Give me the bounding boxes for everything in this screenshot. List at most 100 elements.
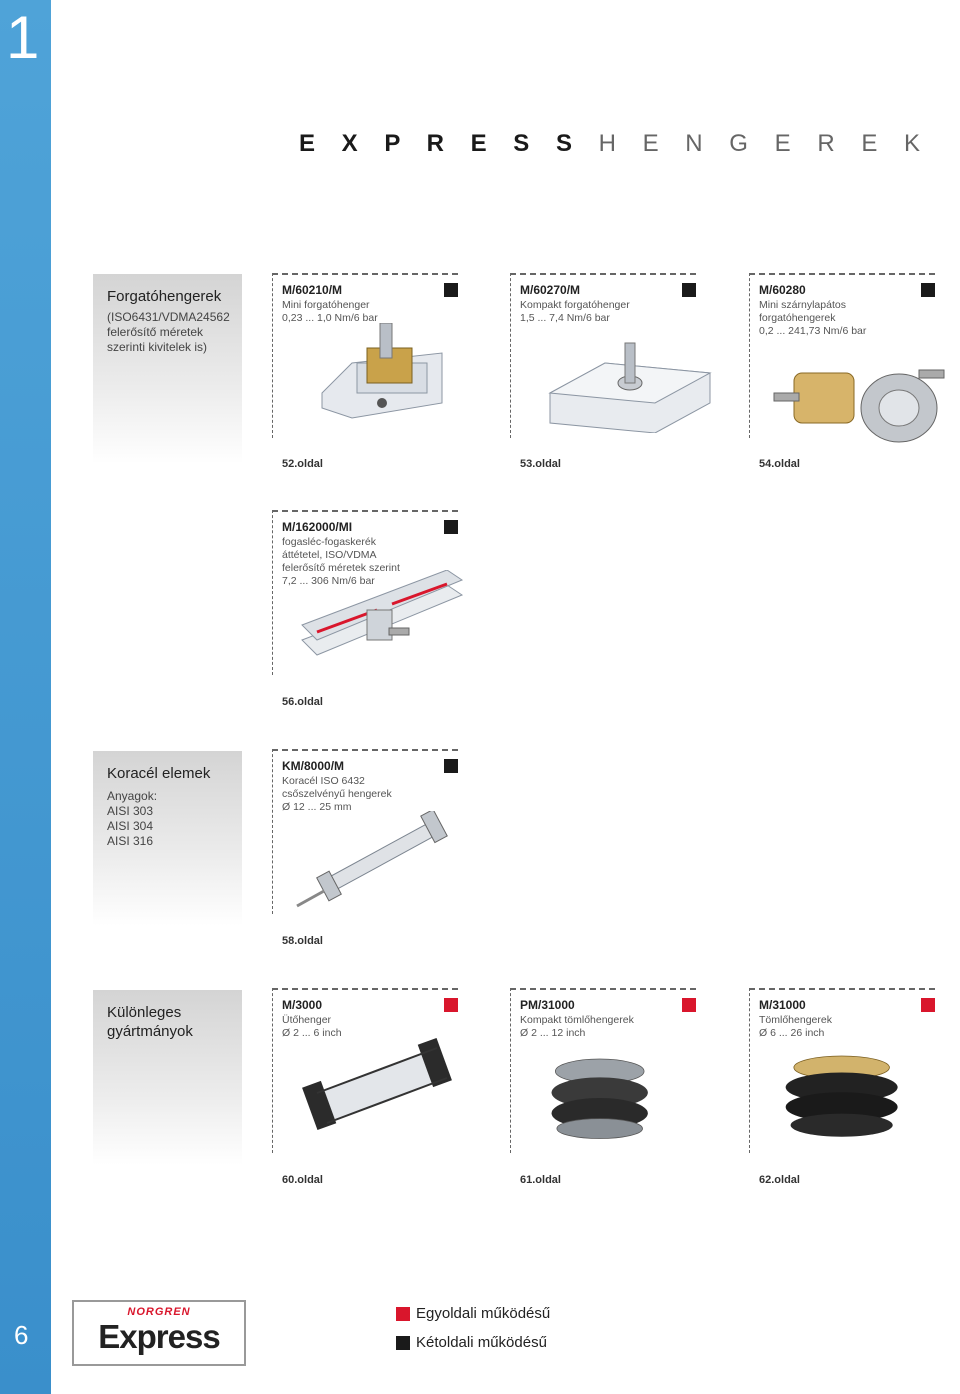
product-description: Tömlőhengerek Ø 6 ... 26 inch: [759, 1014, 919, 1040]
product-description: Mini szárnylapátos forgatóhengerek 0,2 .…: [759, 299, 919, 338]
stainless-cylinder-image: [296, 811, 448, 908]
desc-line: forgatóhengerek: [759, 312, 836, 324]
page-ref: 56.oldal: [282, 696, 323, 708]
category-line: AISI 304: [107, 819, 154, 833]
category-line: szerinti kivitelek is): [107, 340, 208, 354]
rack-pinion-actuator-image: [301, 570, 464, 656]
divider: [749, 988, 935, 990]
category-panel-stainless: Koracél elemek Anyagok: AISI 303 AISI 30…: [93, 751, 242, 926]
title-light: H E N G E R E K: [598, 130, 930, 157]
page-title: E X P R E S S H E N G E R E K: [299, 130, 930, 158]
logo-word: Express: [98, 1318, 220, 1355]
page-ref: 54.oldal: [759, 458, 800, 470]
single-acting-marker: [921, 998, 935, 1012]
category-subtext: (ISO6431/VDMA24562 felerősítő méretek sz…: [107, 310, 230, 355]
chapter-number: 1: [6, 4, 40, 71]
chapter-sidebar: 1 6: [0, 0, 51, 1394]
category-subtext: Anyagok: AISI 303 AISI 304 AISI 316: [107, 789, 157, 849]
divider: [272, 510, 273, 675]
divider: [749, 273, 935, 275]
category-panel-special: Különleges gyártmányok: [93, 990, 242, 1165]
desc-line: Tömlőhengerek: [759, 1014, 832, 1026]
desc-line: Ø 2 ... 6 inch: [282, 1027, 342, 1039]
double-acting-marker: [444, 520, 458, 534]
divider: [272, 273, 458, 275]
product-code: M/60270/M: [520, 283, 581, 297]
category-line: AISI 316: [107, 834, 154, 848]
desc-line: fogasléc-fogaskerék: [282, 536, 376, 548]
product-card: M/162000/MI fogasléc-fogaskerék áttétete…: [272, 510, 464, 690]
desc-line: Ø 12 ... 25 mm: [282, 801, 352, 813]
product-card: M/60270/M Kompakt forgatóhenger 1,5 ... …: [510, 273, 712, 453]
page-ref: 60.oldal: [282, 1174, 323, 1186]
page-ref: 61.oldal: [520, 1174, 561, 1186]
product-code: M/162000/MI: [282, 520, 353, 534]
category-line: (ISO6431/VDMA24562: [107, 310, 230, 324]
compact-bellows-image: [551, 1058, 648, 1139]
double-acting-marker: [396, 1336, 410, 1350]
double-acting-marker: [444, 283, 458, 297]
impact-cylinder-image: [302, 1038, 452, 1131]
category-title: Forgatóhengerek: [107, 288, 222, 305]
category-title: Koracél elemek: [107, 765, 211, 782]
product-code: PM/31000: [520, 998, 575, 1012]
product-description: Koracél ISO 6432 csőszelvényű hengerek Ø…: [282, 775, 442, 814]
desc-line: Koracél ISO 6432: [282, 775, 365, 787]
category-title: Különleges gyártmányok: [107, 1004, 193, 1040]
desc-line: felerősítő méretek szerint: [282, 562, 400, 574]
desc-line: áttétetel, ISO/VDMA: [282, 549, 377, 561]
page-ref: 58.oldal: [282, 935, 323, 947]
product-card: M/3000 Ütőhenger Ø 2 ... 6 inch: [272, 988, 458, 1168]
desc-line: Ø 6 ... 26 inch: [759, 1027, 825, 1039]
divider: [749, 273, 750, 438]
product-code: M/31000: [759, 998, 806, 1012]
divider: [510, 988, 511, 1153]
divider: [749, 988, 750, 1153]
divider: [272, 988, 273, 1153]
legend-label: Egyoldali működésű: [416, 1305, 551, 1322]
title-bold: E X P R E S S: [299, 130, 582, 157]
product-code: KM/8000/M: [282, 759, 345, 773]
product-code: M/60210/M: [282, 283, 343, 297]
desc-line: Mini szárnylapátos: [759, 299, 846, 311]
rotary-actuator-image: [321, 323, 443, 419]
divider: [272, 510, 458, 512]
product-code: M/60280: [759, 283, 806, 297]
page-number: 6: [14, 1320, 29, 1350]
bellows-cylinder-image: [785, 1055, 898, 1137]
divider: [510, 273, 511, 438]
divider: [510, 988, 696, 990]
page-ref: 52.oldal: [282, 458, 323, 470]
double-acting-marker: [921, 283, 935, 297]
product-card: PM/31000 Kompakt tömlőhengerek Ø 2 ... 1…: [510, 988, 696, 1168]
divider: [510, 273, 696, 275]
logo-brand: NORGREN: [127, 1306, 191, 1318]
divider: [272, 988, 458, 990]
product-card: M/31000 Tömlőhengerek Ø 6 ... 26 inch: [749, 988, 935, 1168]
divider: [272, 749, 458, 751]
double-acting-marker: [682, 283, 696, 297]
single-acting-marker: [444, 998, 458, 1012]
desc-line: 7,2 ... 306 Nm/6 bar: [282, 575, 375, 587]
product-description: Kompakt forgatóhenger 1,5 ... 7,4 Nm/6 b…: [520, 299, 680, 325]
single-acting-marker: [682, 998, 696, 1012]
single-acting-marker: [396, 1307, 410, 1321]
legend-label: Kétoldali működésű: [416, 1334, 547, 1351]
desc-line: csőszelvényű hengerek: [282, 788, 392, 800]
product-card: KM/8000/M Koracél ISO 6432 csőszelvényű …: [272, 749, 458, 929]
product-description: Kompakt tömlőhengerek Ø 2 ... 12 inch: [520, 1014, 680, 1040]
product-description: Ütőhenger Ø 2 ... 6 inch: [282, 1014, 442, 1040]
compact-rotary-actuator-image: [548, 342, 712, 433]
category-line: Anyagok:: [107, 789, 158, 803]
desc-line: Mini forgatóhenger: [282, 299, 370, 311]
double-acting-marker: [444, 759, 458, 773]
page-ref: 53.oldal: [520, 458, 561, 470]
product-description: fogasléc-fogaskerék áttétetel, ISO/VDMA …: [282, 536, 442, 588]
desc-line: 1,5 ... 7,4 Nm/6 bar: [520, 312, 610, 324]
category-line: felerősítő méretek: [107, 325, 204, 339]
desc-line: Ütőhenger: [282, 1014, 332, 1026]
desc-line: 0,2 ... 241,73 Nm/6 bar: [759, 325, 867, 337]
divider: [272, 749, 273, 914]
desc-line: Kompakt tömlőhengerek: [520, 1014, 634, 1026]
category-line: AISI 303: [107, 804, 154, 818]
